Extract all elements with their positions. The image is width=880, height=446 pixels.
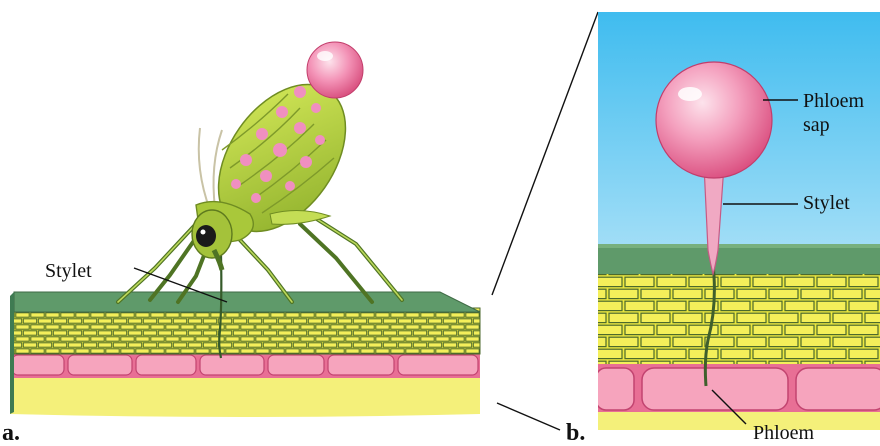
leaf-side-face <box>10 292 14 414</box>
panel-letter-b: b. <box>566 420 585 446</box>
leaf-cell-layer-b <box>598 274 880 366</box>
phloem-cells <box>10 352 480 378</box>
leaf-surface <box>14 292 480 312</box>
sap-droplet-a <box>307 42 363 98</box>
phloem-layer-base <box>10 372 480 417</box>
aphid-eye <box>196 225 216 247</box>
zoom-connector <box>492 12 598 430</box>
sap-droplet-b <box>656 62 772 178</box>
panel-b <box>596 12 880 430</box>
phloem-sap-label-line2: sap <box>803 114 830 136</box>
panel-a: Stylet a. <box>2 42 480 446</box>
leaf-surface-b <box>598 244 880 274</box>
panel-letter-a: a. <box>2 420 20 446</box>
phloem-sap-label-line1: Phloem <box>803 90 865 112</box>
stylet-label-a: Stylet <box>45 260 92 282</box>
phloem-label: Phloem <box>753 422 815 444</box>
stylet-label-b: Stylet <box>803 192 850 214</box>
leaf-cell-layer <box>12 308 480 354</box>
